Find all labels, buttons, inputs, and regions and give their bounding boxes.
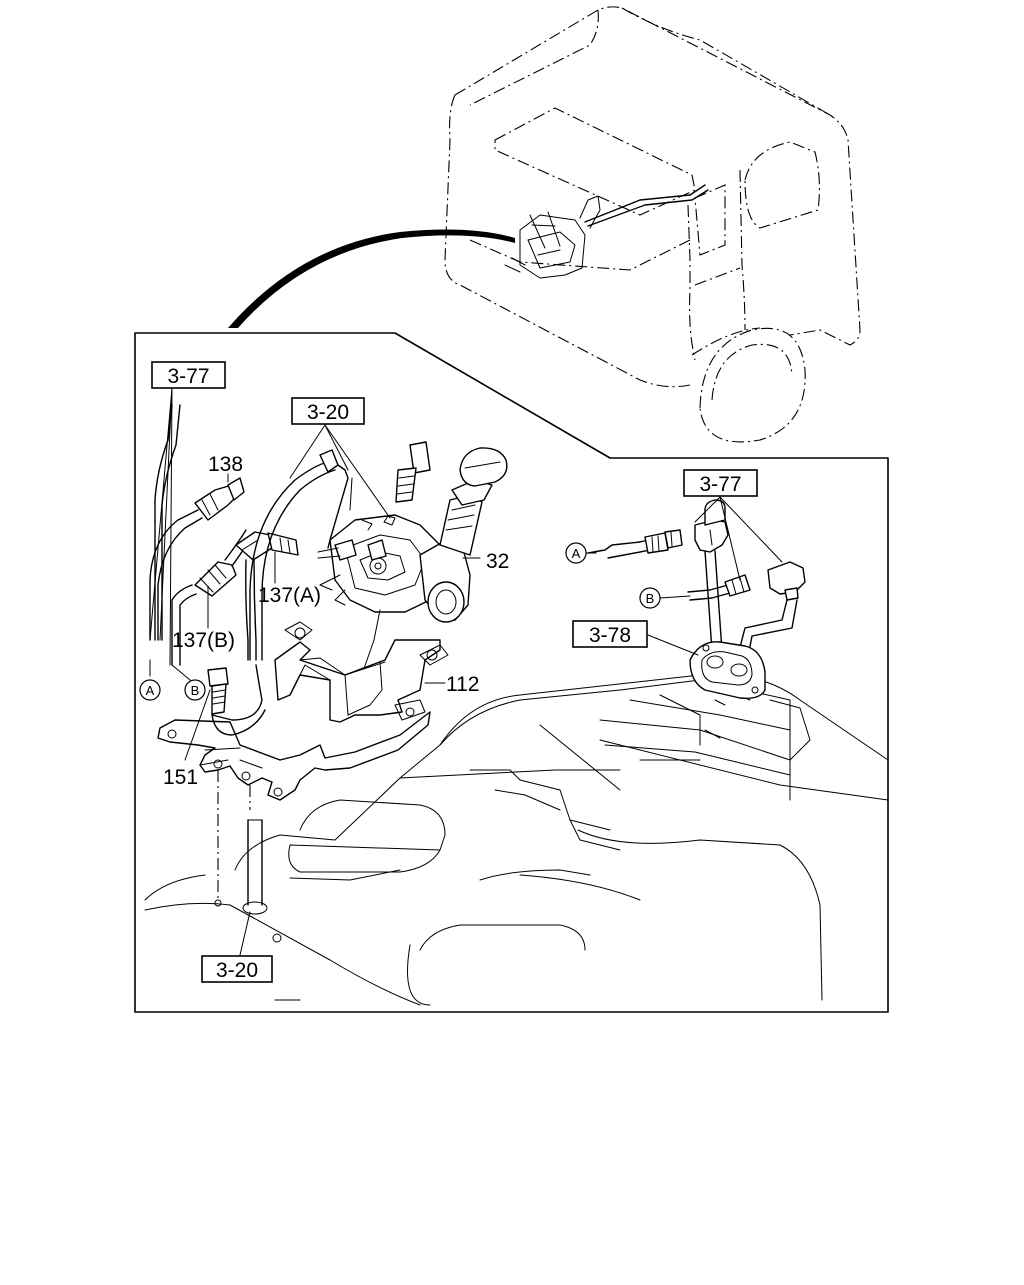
floor-bracket-plate — [157, 667, 431, 915]
leader-lines — [149, 387, 481, 956]
truck-cab-illustration — [228, 6, 861, 443]
ref-box-3-78[interactable]: 3-78 — [572, 620, 648, 648]
ref-label: 3-78 — [589, 624, 631, 647]
part-label-32: 32 — [486, 550, 509, 573]
ref-label: 3-77 — [167, 365, 209, 388]
connector-label: A — [146, 683, 155, 698]
connector-a-right: A — [565, 542, 587, 564]
ref-box-3-20-top[interactable]: 3-20 — [291, 397, 365, 425]
ref-box-3-77-left[interactable]: 3-77 — [151, 361, 226, 389]
detail-frame — [134, 332, 889, 1013]
connector-b-left: B — [184, 679, 206, 701]
part-label-138: 138 — [208, 453, 243, 476]
connector-label: B — [646, 591, 655, 606]
ref-label: 3-20 — [216, 959, 258, 982]
connector-label: A — [572, 546, 581, 561]
bracket-112 — [274, 621, 449, 723]
part-label-137a: 137(A) — [258, 584, 321, 607]
connector-label: B — [191, 683, 200, 698]
connector-a-left: A — [139, 679, 161, 701]
hose-detail-right — [587, 496, 806, 700]
hose-lines-left — [149, 404, 353, 721]
ref-label: 3-20 — [307, 401, 349, 424]
ref-box-3-77-right[interactable]: 3-77 — [683, 469, 758, 497]
part-label-112: 112 — [446, 673, 479, 696]
connector-b-right: B — [639, 587, 661, 609]
ref-label: 3-77 — [699, 473, 741, 496]
floor-panel — [144, 673, 889, 1006]
ref-box-3-20-bottom[interactable]: 3-20 — [201, 955, 273, 983]
part-label-137b: 137(B) — [172, 629, 235, 652]
part-label-151: 151 — [163, 766, 198, 789]
pump-assembly — [317, 441, 508, 681]
